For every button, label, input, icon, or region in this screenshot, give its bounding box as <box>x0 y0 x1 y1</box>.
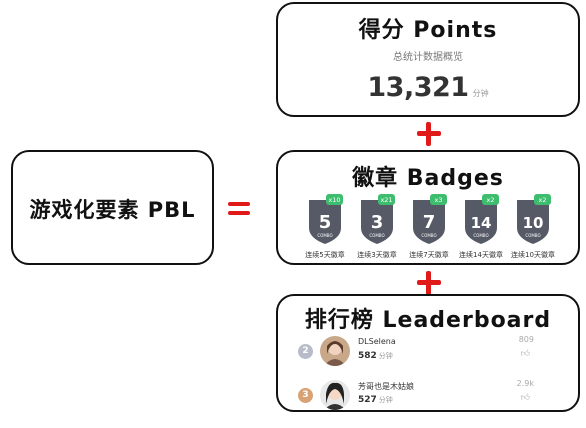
score-unit: 分钟 <box>378 396 393 404</box>
badge-number: 3 <box>371 212 384 233</box>
badge-number: 7 <box>423 212 436 233</box>
badge-number: 10 <box>523 214 544 232</box>
like-count: 809 <box>518 335 534 344</box>
thumbs-up-icon[interactable]: 👍︎ <box>520 393 530 403</box>
badge-subtext: COMBO <box>317 233 332 238</box>
badge-multiplier: x3 <box>435 196 443 204</box>
score-value: 527 <box>358 395 377 405</box>
badge-caption: 连续3天徽章 <box>357 251 397 259</box>
points-title: 得分 Points <box>358 18 498 43</box>
score-unit: 分钟 <box>378 352 393 360</box>
badge-subtext: COMBO <box>525 233 540 238</box>
badge-multiplier: x21 <box>380 196 392 204</box>
badge-number: 5 <box>319 212 332 233</box>
pbl-title: 游戏化要素 PBL <box>29 198 196 222</box>
leaderboard-title: 排行榜 Leaderboard <box>304 308 552 333</box>
player-name: DLSelena <box>358 337 396 346</box>
badge-subtext: COMBO <box>369 233 384 238</box>
badge-caption: 连续7天徽章 <box>409 251 449 259</box>
points-unit: 分钟 <box>472 89 489 98</box>
rank-badge: 2 <box>298 344 313 359</box>
thumbs-up-icon[interactable]: 👍︎ <box>520 349 530 359</box>
equals-sign <box>228 200 252 218</box>
player-name: 芳哥也是木姑娘 <box>358 382 414 391</box>
badge-multiplier: x10 <box>328 196 340 204</box>
badges-title: 徽章 Badges <box>352 166 504 191</box>
badge-caption: 连续5天徽章 <box>305 251 345 259</box>
score-value: 582 <box>358 351 377 361</box>
badge-caption: 连续10天徽章 <box>511 251 555 259</box>
badge-caption: 连续14天徽章 <box>459 251 503 259</box>
like-count: 2.9k <box>516 379 534 388</box>
pbl-concept-box: 游戏化要素 PBL <box>11 150 214 265</box>
badge-multiplier: x2 <box>539 196 547 204</box>
plus-sign <box>416 121 442 147</box>
avatar <box>320 336 350 366</box>
rank-badge: 3 <box>298 388 313 403</box>
badge-number: 14 <box>471 214 492 232</box>
badge-multiplier: x2 <box>487 196 495 204</box>
avatar <box>320 380 350 410</box>
badge-subtext: COMBO <box>473 233 488 238</box>
plus-sign <box>416 270 442 296</box>
points-subtitle: 总统计数据概览 <box>393 52 463 63</box>
badge-subtext: COMBO <box>421 233 436 238</box>
points-value: 13,321 <box>367 72 469 103</box>
